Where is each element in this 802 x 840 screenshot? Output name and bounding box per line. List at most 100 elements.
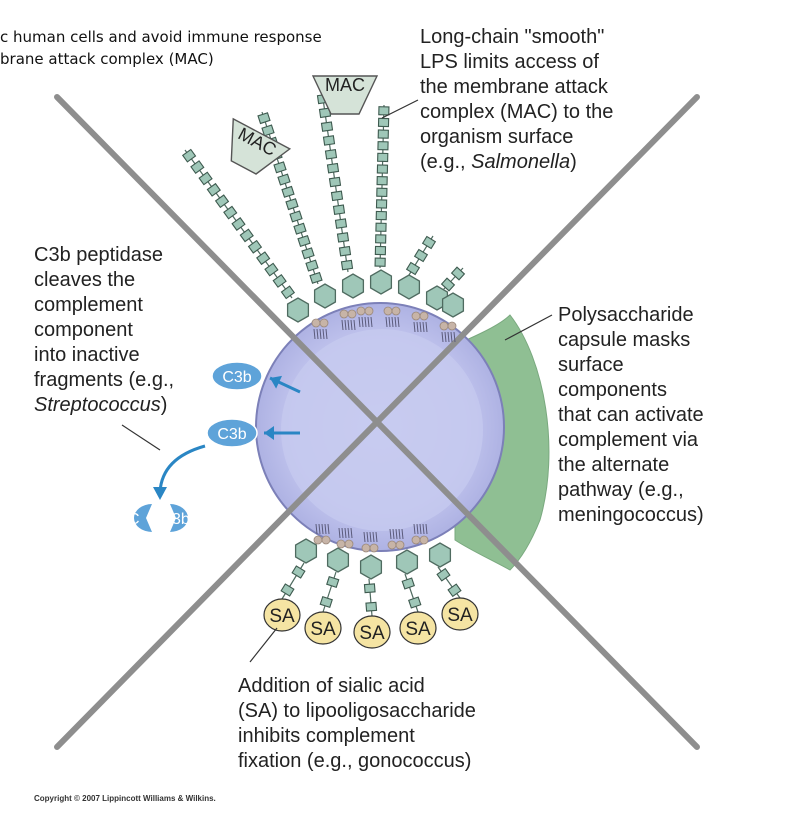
sialic-acid-icon: SA: [263, 598, 301, 632]
lps-chain-icon: [181, 148, 296, 300]
lps-chain-icon: [316, 91, 354, 273]
membrane-fringe: [321, 523, 324, 535]
lps-chain-unit: [206, 182, 221, 197]
lps-chain-unit: [332, 204, 346, 215]
c3b-fragment-right: [170, 504, 188, 532]
membrane-fringe: [416, 523, 419, 535]
membrane-fringe: [444, 331, 447, 343]
lps-chain-icon: [319, 571, 340, 613]
membrane-fringe: [389, 528, 392, 540]
sialic-acid-label: SA: [310, 619, 336, 640]
lps-chain-unit: [375, 222, 387, 232]
lps-chain-icon: [280, 562, 306, 600]
sialic-acid-circle: [304, 611, 342, 645]
membrane-bead: [439, 321, 449, 331]
header-line-1: c human cells and avoid immune response: [0, 28, 322, 46]
membrane-bead: [411, 535, 421, 545]
lps-hexagon: [428, 542, 452, 568]
lps-hexagon: [286, 297, 310, 323]
lps-chain-unit: [377, 129, 389, 139]
lps-chain-unit: [447, 583, 462, 598]
lps-hexagon: [369, 269, 393, 295]
c3b-arrow: [269, 375, 301, 394]
membrane-fringe: [395, 528, 398, 540]
membrane-bead: [391, 306, 401, 316]
membrane-bead: [361, 543, 371, 553]
lps-chain-unit: [181, 148, 197, 163]
lps-chain-icon: [405, 235, 437, 276]
membrane-fringe: [419, 523, 422, 535]
c3b-label: C3b: [222, 369, 251, 386]
lps-chain-unit: [436, 567, 451, 582]
lps-chain-unit: [309, 271, 323, 284]
lps-chain-unit: [408, 596, 422, 609]
membrane-fringe: [441, 331, 444, 343]
membrane-bead: [339, 309, 349, 319]
sialic-pointer-line: [249, 627, 278, 663]
membrane-bead: [344, 539, 354, 549]
lps-chain-unit: [291, 565, 306, 579]
lps-chain-unit: [405, 261, 421, 276]
lps-chain-unit: [273, 161, 287, 174]
membrane-fringe: [325, 328, 328, 340]
c3b-fragment-right-label: 3b: [172, 511, 190, 528]
lps-chain-unit: [280, 285, 296, 300]
membrane-fringe: [425, 523, 428, 535]
lps-chain-unit: [305, 259, 319, 272]
lps-chain-unit: [285, 198, 299, 211]
lps-chain-unit: [375, 210, 387, 221]
membrane-bead: [336, 539, 346, 549]
lps-chain-unit: [319, 595, 333, 609]
c3b-fragment-left: [134, 504, 152, 532]
copyright-notice: Copyright © 2007 Lippincott Williams & W…: [34, 794, 216, 803]
membrane-fringe: [397, 316, 400, 328]
c3b-molecule-icon: C3b: [206, 418, 258, 448]
membrane-fringe: [369, 531, 372, 543]
lps-chain-unit: [440, 277, 456, 292]
membrane-fringe: [318, 523, 321, 535]
capsule-label: Polysaccharide capsule masks surface com…: [558, 304, 704, 526]
membrane-bead: [387, 540, 397, 550]
membrane-fringe: [338, 527, 341, 539]
mac-complex-icon: MAC: [230, 117, 292, 175]
membrane-fringe: [347, 527, 350, 539]
sialic-acid-label: SA: [359, 623, 385, 644]
cross-line-2: [54, 94, 700, 750]
membrane-bead: [311, 318, 321, 328]
c3b-peptidase-label: C3b peptidase cleaves the complement com…: [34, 244, 175, 416]
mac-complex-icon: MAC: [311, 75, 379, 115]
lps-chain-unit: [377, 117, 390, 128]
membrane-fringe: [391, 316, 394, 328]
sialic-acid-label: SA: [447, 605, 473, 626]
lps-chain-unit: [289, 210, 303, 223]
membrane-fringe: [425, 321, 428, 333]
sialic-acid-layer: SA SA SA SA SA: [263, 523, 479, 649]
membrane-fringe: [394, 316, 397, 328]
lps-chain-unit: [376, 164, 389, 174]
membrane-bead: [364, 306, 374, 316]
mac-layer: MAC MAC: [230, 75, 379, 175]
membrane-fringe: [419, 321, 422, 333]
lps-chain-unit: [322, 135, 336, 146]
lps-hexagon: [397, 274, 421, 300]
lps-chain-unit: [336, 232, 350, 243]
mac-trapezoid: [230, 117, 292, 175]
lps-hexagon: [313, 283, 337, 309]
sialic-acid-icon: SA: [399, 611, 437, 645]
sialic-acid-icon: SA: [353, 615, 391, 649]
membrane-fringe: [327, 523, 330, 535]
membrane-fringe: [385, 316, 388, 328]
c3b-arrow-head: [270, 375, 283, 389]
lps-chain-unit: [421, 235, 437, 250]
membrane-fringe: [416, 321, 419, 333]
lps-hexagon: [341, 273, 365, 299]
lps-chain-unit: [277, 173, 291, 186]
membrane-bead: [419, 535, 429, 545]
lps-chain-unit: [256, 251, 271, 266]
lps-chain-unit: [280, 583, 295, 597]
membrane-fringe: [319, 328, 322, 340]
membrane-fringe: [450, 331, 453, 343]
lps-chain-icon: [374, 104, 390, 269]
membrane-fringe: [413, 321, 416, 333]
